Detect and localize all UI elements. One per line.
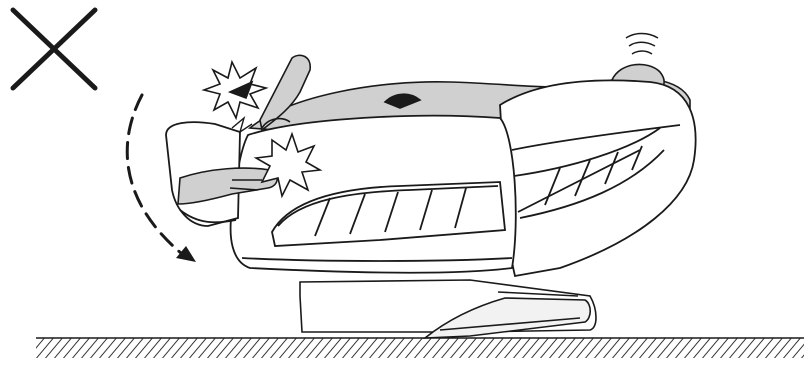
floor-hatching	[36, 338, 804, 358]
chair-base	[300, 280, 596, 338]
chair-rear-shell	[500, 80, 696, 276]
x-mark-icon	[13, 10, 95, 88]
vibration-lines-icon	[626, 34, 658, 55]
chair-seat-body	[231, 116, 516, 273]
